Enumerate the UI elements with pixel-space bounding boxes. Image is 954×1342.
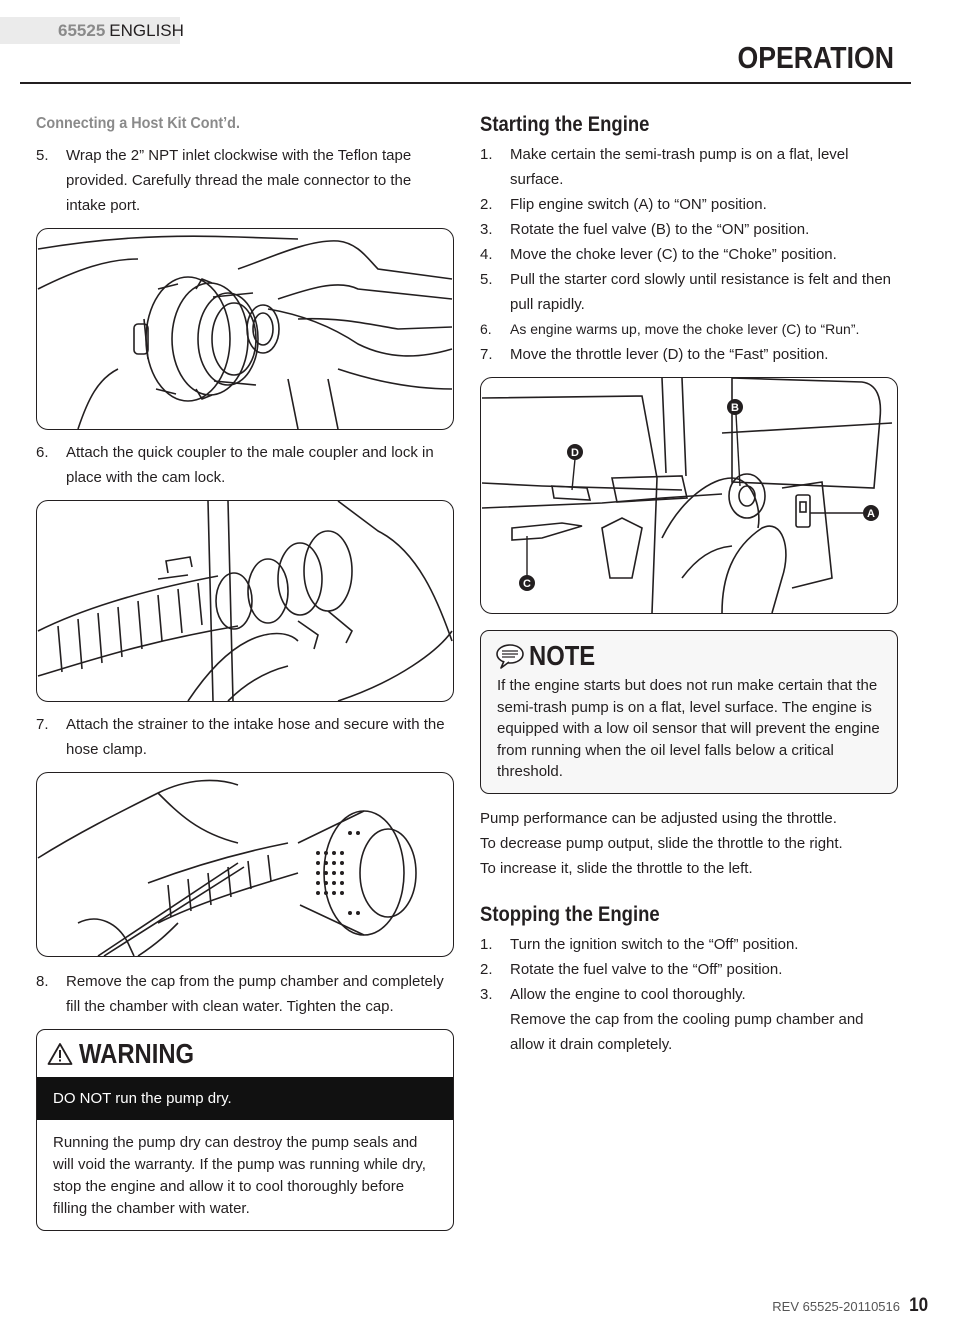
figure-male-connector [36, 228, 454, 430]
engine-controls-illustration: B D A C [481, 378, 893, 613]
warning-triangle-icon [47, 1042, 73, 1065]
left-column: Connecting a Host Kit Cont’d. 5.Wrap the… [36, 113, 454, 1231]
note-title: NOTE [529, 640, 596, 671]
warning-title: WARNING [79, 1037, 195, 1069]
list-item: 1.Make certain the semi-trash pump is on… [480, 146, 849, 188]
stopping-steps: 1.Turn the ignition switch to the “Off” … [480, 932, 898, 1007]
starting-engine-heading: Starting the Engine [480, 113, 650, 136]
svg-text:B: B [731, 402, 739, 414]
note-box: NOTE If the engine starts but does not r… [480, 630, 898, 794]
host-kit-subheading: Connecting a Host Kit Cont’d. [36, 115, 240, 132]
model-number: 65525 [58, 21, 106, 40]
right-column: Starting the Engine 1.Make certain the s… [480, 113, 898, 1057]
warning-band: DO NOT run the pump dry. [37, 1077, 453, 1120]
list-item: 7.Attach the strainer to the intake hose… [36, 716, 445, 758]
callout-d: D [567, 444, 583, 491]
list-item: 8.Remove the cap from the pump chamber a… [36, 973, 444, 1015]
warning-box: WARNING DO NOT run the pump dry. Running… [36, 1029, 454, 1231]
warning-body: Running the pump dry can destroy the pum… [53, 1134, 426, 1217]
note-body: If the engine starts but does not run ma… [497, 677, 880, 780]
list-item: 3.Rotate the fuel valve (B) to the “ON” … [480, 221, 810, 238]
svg-text:C: C [523, 578, 531, 590]
throttle-paragraph: Pump performance can be adjusted using t… [480, 806, 898, 881]
list-item: 3.Allow the engine to cool thoroughly. [480, 985, 746, 1003]
figure-engine-controls: B D A C [480, 377, 898, 614]
callout-a: A [810, 505, 879, 521]
throttle-line: To decrease pump output, slide the throt… [480, 834, 843, 852]
warning-header: WARNING [37, 1030, 453, 1077]
list-item: 5.Pull the starter cord slowly until res… [480, 271, 892, 313]
quick-coupler-illustration [37, 501, 453, 701]
step-list-6: 6.Attach the quick coupler to the male c… [36, 440, 454, 490]
figure-strainer [36, 772, 454, 957]
svg-text:D: D [571, 447, 579, 459]
callout-c: C [519, 536, 535, 591]
svg-text:A: A [867, 508, 875, 520]
list-item: 6.Attach the quick coupler to the male c… [36, 444, 434, 486]
note-header: NOTE [495, 637, 883, 675]
revision-label: REV 65525-20110516 [772, 1299, 900, 1314]
header-rule [20, 82, 911, 84]
step-list-8: 8.Remove the cap from the pump chamber a… [36, 969, 454, 1019]
section-title: OPERATION [737, 40, 894, 75]
throttle-line: Pump performance can be adjusted using t… [480, 809, 837, 827]
male-connector-illustration [37, 235, 453, 429]
list-item: 7.Move the throttle lever (D) to the “Fa… [480, 346, 829, 363]
stopping-engine-heading: Stopping the Engine [480, 902, 660, 926]
step-list-5: 5.Wrap the 2” NPT inlet clockwise with t… [36, 143, 454, 218]
throttle-line: To increase it, slide the throttle to th… [480, 859, 753, 877]
note-speech-bubble-icon [496, 644, 524, 669]
page-number: 10 [908, 1295, 928, 1316]
list-item: 2.Rotate the fuel valve to the “Off” pos… [480, 960, 783, 978]
language-label: ENGLISH [109, 21, 184, 40]
list-item: 2.Flip engine switch (A) to “ON” positio… [480, 196, 767, 213]
strainer-illustration [37, 779, 417, 956]
list-item: 4.Move the choke lever (C) to the “Choke… [480, 246, 837, 263]
callout-b: B [727, 399, 743, 487]
stopping-continuation: Remove the cap from the cooling pump cha… [510, 1010, 864, 1053]
list-item: 1.Turn the ignition switch to the “Off” … [480, 935, 799, 953]
step-list-7: 7.Attach the strainer to the intake hose… [36, 712, 454, 762]
list-item: 5.Wrap the 2” NPT inlet clockwise with t… [36, 147, 412, 214]
list-item: 6.As engine warms up, move the choke lev… [480, 321, 860, 337]
starting-steps: 1.Make certain the semi-trash pump is on… [480, 142, 898, 367]
figure-quick-coupler [36, 500, 454, 702]
